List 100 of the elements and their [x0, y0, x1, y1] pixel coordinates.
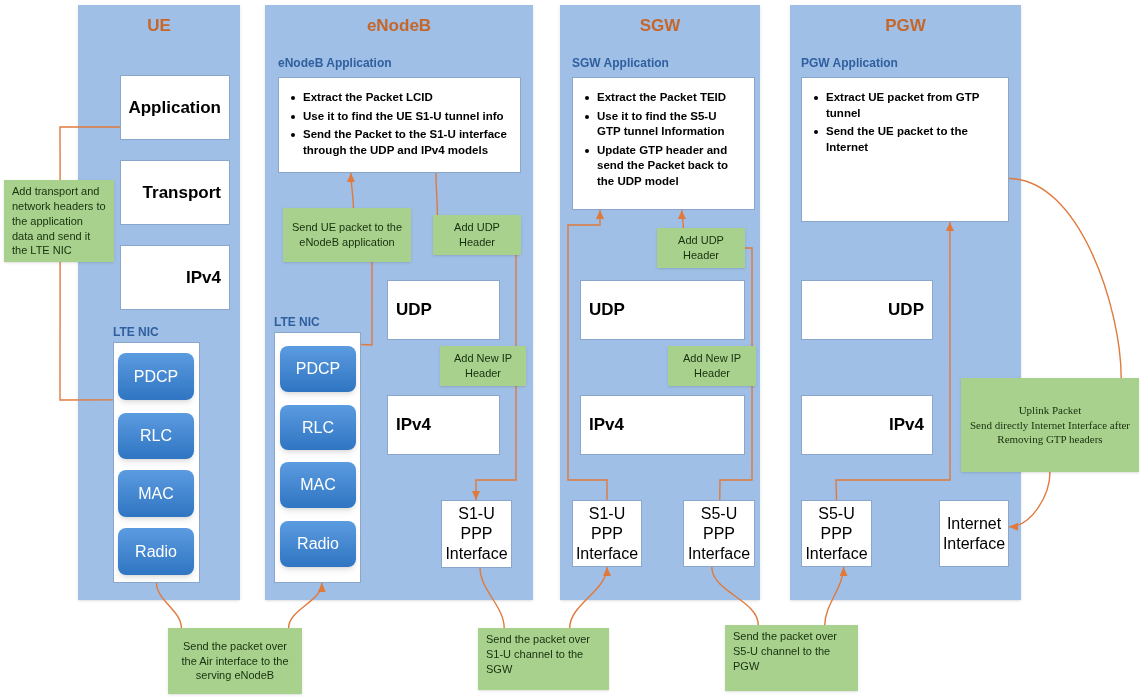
layer-box: [120, 245, 230, 310]
column-panel: [265, 5, 533, 600]
layer-label: RLC: [140, 426, 172, 446]
note-text: Uplink Packet: [1017, 402, 1083, 418]
layer-label: UDP: [396, 299, 432, 322]
layer-box: [580, 395, 745, 455]
bullet-text: Update GTP header and send the Packet back to the UDP model: [597, 142, 730, 189]
protocol-layer: [118, 470, 194, 517]
layer-label: IPv4: [589, 414, 624, 437]
connector-line: [515, 254, 517, 347]
note-box: [725, 625, 858, 691]
section-heading: SGW Application: [572, 57, 669, 72]
panel-title: SGW: [639, 15, 681, 37]
layer-label: UDP: [589, 299, 625, 322]
note-text: Send the packet over S5-U channel to the PGW: [733, 629, 838, 674]
connector-line: [360, 261, 373, 346]
connector-line: [479, 567, 505, 629]
bullet-text: Use it to find the S5-U GTP tunnel Information: [597, 108, 726, 140]
note-text: Send UE packet to the eNodeB application: [291, 220, 403, 250]
interface-label: S5-U PPP Interface: [687, 503, 751, 564]
flow-arrow: [567, 209, 608, 501]
layer-label: Radio: [297, 534, 339, 554]
note-text: Send the packet over S1-U channel to the SGW: [486, 632, 591, 677]
column-panel: [560, 5, 760, 600]
section-heading: LTE NIC: [274, 316, 320, 331]
note-text: Send directly Internet Interface after Removing GTP headers: [969, 417, 1131, 448]
layer-label: IPv4: [396, 414, 431, 437]
interface-label: S1-U PPP Interface: [575, 503, 639, 564]
note-text: Add transport and network headers to the application data and send it the LTE NIC: [12, 184, 106, 259]
interface-box: [939, 500, 1009, 567]
layer-box: [580, 280, 745, 340]
flow-arrow: [678, 209, 686, 229]
protocol-layer: [280, 462, 356, 508]
flow-arrow: [1008, 471, 1051, 530]
note-box: [440, 346, 526, 386]
connector-line: [744, 247, 753, 347]
note-box: [668, 346, 756, 386]
note-text: Add New IP Header: [681, 351, 743, 381]
note-box: [961, 378, 1139, 472]
protocol-layer: [118, 528, 194, 575]
protocol-layer: [280, 405, 356, 450]
connector-line: [435, 172, 439, 216]
layer-label: Radio: [135, 541, 177, 562]
layer-label: UDP: [888, 299, 924, 322]
panel-title: eNodeB: [366, 15, 432, 37]
interface-label: S1-U PPP Interface: [445, 504, 508, 564]
connector-line: [59, 261, 114, 401]
note-text: Add New IP Header: [452, 351, 514, 381]
bullet-text: Extract the Packet LCID: [303, 90, 433, 105]
bullet-text: Use it to find the UE S1-U tunnel info: [303, 108, 504, 124]
bullet-text: Send the UE packet to the Internet: [826, 124, 969, 155]
note-text: Add UDP Header: [677, 233, 725, 263]
connector-line: [155, 582, 183, 629]
connector-line: [719, 385, 753, 501]
connector-line: [711, 566, 759, 626]
layer-label: Transport: [142, 181, 221, 204]
layer-label: IPv4: [889, 414, 924, 437]
interface-label: Internet Interface: [942, 513, 1006, 554]
note-text: Send the packet over the Air interface to the serving eNodeB: [180, 638, 290, 684]
note-text: Add UDP Header: [453, 220, 501, 250]
section-heading: LTE NIC: [113, 326, 159, 341]
note-box: [478, 628, 609, 690]
note-box: [283, 208, 411, 262]
panel-title: UE: [147, 15, 171, 37]
layer-label: IPv4: [186, 266, 221, 289]
protocol-layer: [118, 413, 194, 459]
layer-box: [120, 75, 230, 140]
layer-label: MAC: [138, 483, 174, 504]
note-box: [168, 628, 302, 694]
layer-label: Application: [128, 96, 221, 119]
protocol-layer: [280, 346, 356, 392]
section-heading: PGW Application: [801, 57, 898, 72]
flow-arrow: [472, 385, 517, 501]
layer-label: MAC: [300, 475, 336, 495]
layer-label: PDCP: [295, 359, 341, 379]
flow-arrow: [824, 566, 847, 626]
layer-box: [801, 395, 933, 455]
layer-label: PDCP: [133, 366, 179, 387]
note-box: [657, 228, 745, 268]
flow-arrow: [347, 172, 356, 209]
layer-box: [801, 280, 933, 340]
panel-title: PGW: [885, 15, 926, 37]
connector-line: [1008, 177, 1122, 379]
layer-box: [387, 395, 500, 455]
flow-arrow: [287, 582, 325, 629]
layer-label: RLC: [302, 417, 334, 438]
layer-box: [387, 280, 500, 340]
bullet-text: Send the Packet to the S1-U interface through the UDP and IPv4 models: [303, 127, 508, 158]
note-box: [433, 215, 521, 255]
layer-box: [120, 160, 230, 225]
section-heading: eNodeB Application: [278, 57, 392, 72]
protocol-layer: [280, 521, 356, 567]
connector-line: [59, 126, 121, 181]
protocol-layer: [118, 353, 194, 400]
bullet-text: Extract UE packet from GTP tunnel: [826, 90, 981, 121]
interface-label: S5-U PPP Interface: [805, 503, 868, 564]
bullet-text: Extract the Packet TEID: [597, 90, 727, 105]
flow-arrow: [835, 221, 954, 501]
flow-arrow: [569, 566, 610, 629]
note-box: [4, 180, 114, 262]
